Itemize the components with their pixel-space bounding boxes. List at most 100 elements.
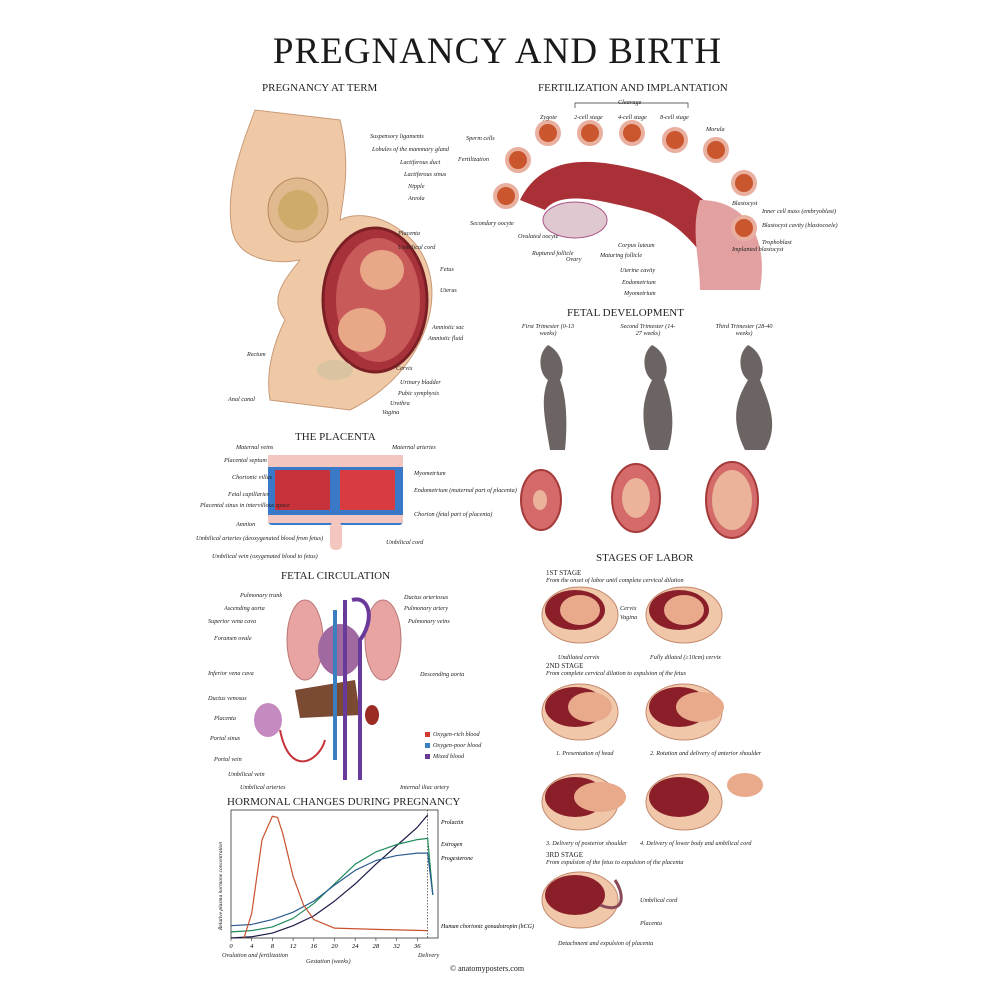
fetal-development-illustration <box>520 345 773 539</box>
label-pregnancy-at-term: Lactiferous sinus <box>404 171 447 178</box>
x-tick-label: 8 <box>271 943 275 950</box>
label-fertilization: 4-cell stage <box>618 114 647 121</box>
label-fertilization: Endometrium <box>622 279 656 286</box>
label-pregnancy-at-term: Suspensory ligaments <box>370 133 424 140</box>
label-pregnancy-at-term: Anal canal <box>228 396 255 403</box>
chart-title: HORMONAL CHANGES DURING PREGNANCY <box>227 796 461 808</box>
heading-fetal-development: FETAL DEVELOPMENT <box>567 307 684 319</box>
x-tick-label: 36 <box>413 943 421 950</box>
label-fertilization: Fertilization <box>458 156 489 163</box>
label-fertilization: Inner cell mass (embryoblast) <box>762 208 837 215</box>
label-pregnancy-at-term: Nipple <box>408 183 425 190</box>
label-placenta: Chorionic villus <box>232 474 273 481</box>
label-fetal-circulation: Ductus arteriosus <box>404 594 449 601</box>
y-axis-label: Relative plasma hormone concentration <box>218 842 224 931</box>
label-fertilization: Implanted blastocyst <box>732 246 784 253</box>
label-labor: 4. Delivery of lower body and umbilical … <box>640 840 752 847</box>
series-label: Prolactin <box>440 820 463 826</box>
label-fetal-circulation: Pulmonary veins <box>408 618 450 625</box>
legend-item: Mixed blood <box>425 751 481 762</box>
label-fertilization: 8-cell stage <box>660 114 689 121</box>
label-fetal-circulation: Superior vena cava <box>208 618 257 625</box>
label-fertilization: Cleavage <box>618 99 642 106</box>
placenta-illustration <box>268 455 403 550</box>
label-pregnancy-at-term: Cervix <box>396 365 413 372</box>
label-fertilization: Corpus luteum <box>618 242 655 249</box>
legend-label: Mixed blood <box>433 753 465 760</box>
x-tick-label: 12 <box>290 943 297 950</box>
x-tick-label: 28 <box>373 943 380 950</box>
label-placenta: Myometrium <box>414 470 446 477</box>
pregnancy-at-term-illustration <box>229 109 433 411</box>
label-placenta: Placental septum <box>224 457 267 464</box>
stage2-title: 2ND STAGE <box>546 662 584 670</box>
label-labor: Cervix <box>620 605 637 612</box>
chart-frame <box>230 809 439 939</box>
label-placenta: Umbilical cord <box>386 539 424 546</box>
x-tick-label: 32 <box>392 943 400 950</box>
label-labor: Placenta <box>640 920 662 927</box>
heading-placenta: THE PLACENTA <box>295 431 376 443</box>
legend-swatch <box>425 732 430 737</box>
label-fertilization: Trophoblast <box>762 239 792 246</box>
label-fetal-circulation: Ductus venosus <box>208 695 247 702</box>
series-label: Estrogen <box>440 842 462 848</box>
label-fetal-circulation: Umbilical vein <box>228 771 265 778</box>
legend-item: Oxygen-poor blood <box>425 740 481 751</box>
series-line-0 <box>230 814 429 939</box>
label-labor: Umbilical cord <box>640 897 678 904</box>
label-labor: Detachment and expulsion of placenta <box>558 940 654 947</box>
circulation-legend: Oxygen-rich blood Oxygen-poor blood Mixe… <box>425 729 481 762</box>
label-pregnancy-at-term: Uterus <box>440 287 457 294</box>
series-label: Progesterone <box>440 856 473 862</box>
label-fetal-circulation: Portal vein <box>214 756 242 763</box>
label-fetal-circulation: Inferior vena cava <box>208 670 254 677</box>
label-pregnancy-at-term: Rectum <box>247 351 266 358</box>
label-fetal-development: First Trimester (0-13 weeks) <box>521 323 575 337</box>
label-chart-data: Gestation (weeks) <box>306 958 351 965</box>
heading-pregnancy-at-term: PREGNANCY AT TERM <box>262 82 378 94</box>
label-labor: Fully dilated (≥10cm) cervix <box>650 654 721 661</box>
heading-stages-of-labor: STAGES OF LABOR <box>596 552 694 564</box>
footer-credit: © anatomyposters.com <box>450 964 525 973</box>
label-placenta: Amnion <box>236 521 256 528</box>
x-tick-label: 4 <box>250 943 254 950</box>
label-placenta: Chorion (fetal part of placenta) <box>414 511 493 518</box>
label-fetal-circulation: Foramen ovale <box>214 635 252 642</box>
label-pregnancy-at-term: Vagina <box>382 409 400 416</box>
label-fetal-circulation: Descending aorta <box>420 671 465 678</box>
label-pregnancy-at-term: Lactiferous duct <box>400 159 441 166</box>
label-fertilization: Blastocyst <box>732 200 758 207</box>
legend-swatch <box>425 743 430 748</box>
stage3-title: 3RD STAGE <box>546 851 583 859</box>
label-labor: 2. Rotation and delivery of anterior sho… <box>650 750 762 757</box>
label-pregnancy-at-term: Areola <box>408 195 425 202</box>
label-fetal-development: Second Trimester (14-27 weeks) <box>620 323 676 337</box>
stage3-subtitle: From expulsion of the fetus to expulsion… <box>546 859 684 866</box>
label-pregnancy-at-term: Umbilical cord <box>398 244 436 251</box>
label-chart-data: Ovulation and fertilization <box>222 952 288 959</box>
series-line-2 <box>230 852 434 927</box>
label-placenta: Endometrium (maternal part of placenta) <box>414 487 517 494</box>
label-fertilization: Blastocyst cavity (blastocoele) <box>762 222 838 229</box>
label-fertilization: Ovulated oocyte <box>518 233 559 240</box>
label-fetal-development: Third Trimester (28-40 weeks) <box>715 323 773 337</box>
label-pregnancy-at-term: Urethra <box>390 400 410 407</box>
series-line-3 <box>243 815 428 939</box>
stage1-subtitle: From the onset of labor until complete c… <box>546 577 684 584</box>
label-chart-data: Delivery <box>418 952 440 959</box>
label-fetal-circulation: Internal iliac artery <box>400 784 450 791</box>
x-tick-label: 20 <box>331 943 338 950</box>
label-placenta: Placental sinus in intervillous space <box>200 502 290 509</box>
label-pregnancy-at-term: Placenta <box>398 230 420 237</box>
label-fertilization: Zygote <box>540 114 557 121</box>
legend-item: Oxygen-rich blood <box>425 729 481 740</box>
label-fetal-circulation: Ascending aorta <box>224 605 265 612</box>
fertilization-illustration <box>493 102 762 290</box>
label-pregnancy-at-term: Pubic symphysis <box>398 390 440 397</box>
label-labor: 3. Delivery of posterior shoulder <box>546 840 628 847</box>
label-fetal-circulation: Pulmonary trunk <box>240 592 283 599</box>
